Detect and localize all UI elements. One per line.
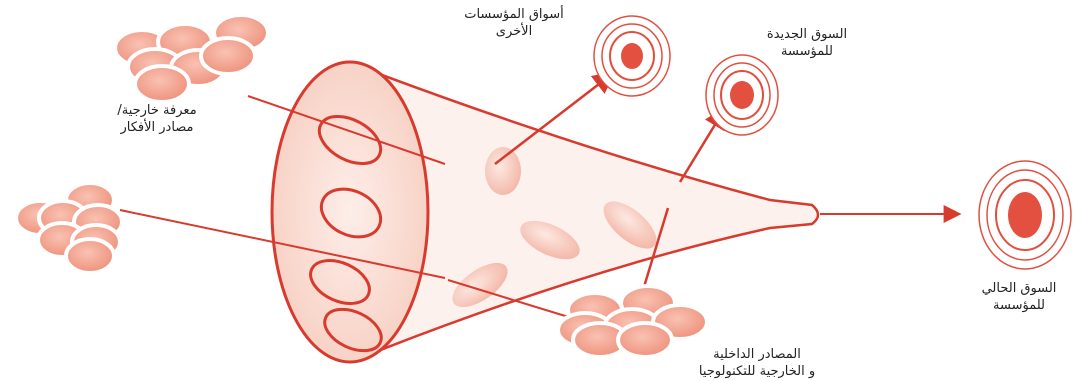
- external-knowledge-cluster: [115, 15, 268, 102]
- technology-sources-label-line2: و الخارجية للتكنولوجيا: [672, 363, 842, 380]
- new-market-label: السوق الجديدة للمؤسسة: [752, 26, 862, 60]
- idea-blob-1: [485, 147, 521, 195]
- new-market-target: [706, 55, 778, 135]
- left-source-cluster: [16, 183, 122, 273]
- other-markets-label: أسواق المؤسسات الأخرى: [452, 6, 576, 40]
- technology-sources-label-line1: المصادر الداخلية: [672, 346, 842, 363]
- external-knowledge-label: معرفة خارجية/ مصادر الأفكار: [92, 102, 222, 136]
- external-knowledge-label-line1: معرفة خارجية/: [92, 102, 222, 119]
- other-markets-target: [594, 16, 670, 96]
- funnel-mouth: [272, 62, 428, 362]
- external-knowledge-label-line2: مصادر الأفكار: [92, 119, 222, 136]
- current-market-label-line1: السوق الحالي: [966, 280, 1072, 297]
- new-market-label-line2: للمؤسسة: [752, 43, 862, 60]
- current-market-target: [979, 161, 1071, 269]
- other-markets-label-line1: أسواق المؤسسات: [452, 6, 576, 23]
- current-market-label: السوق الحالي للمؤسسة: [966, 280, 1072, 314]
- new-market-label-line1: السوق الجديدة: [752, 26, 862, 43]
- other-markets-label-line2: الأخرى: [452, 23, 576, 40]
- current-market-label-line2: للمؤسسة: [966, 297, 1072, 314]
- technology-sources-label: المصادر الداخلية و الخارجية للتكنولوجيا: [672, 346, 842, 380]
